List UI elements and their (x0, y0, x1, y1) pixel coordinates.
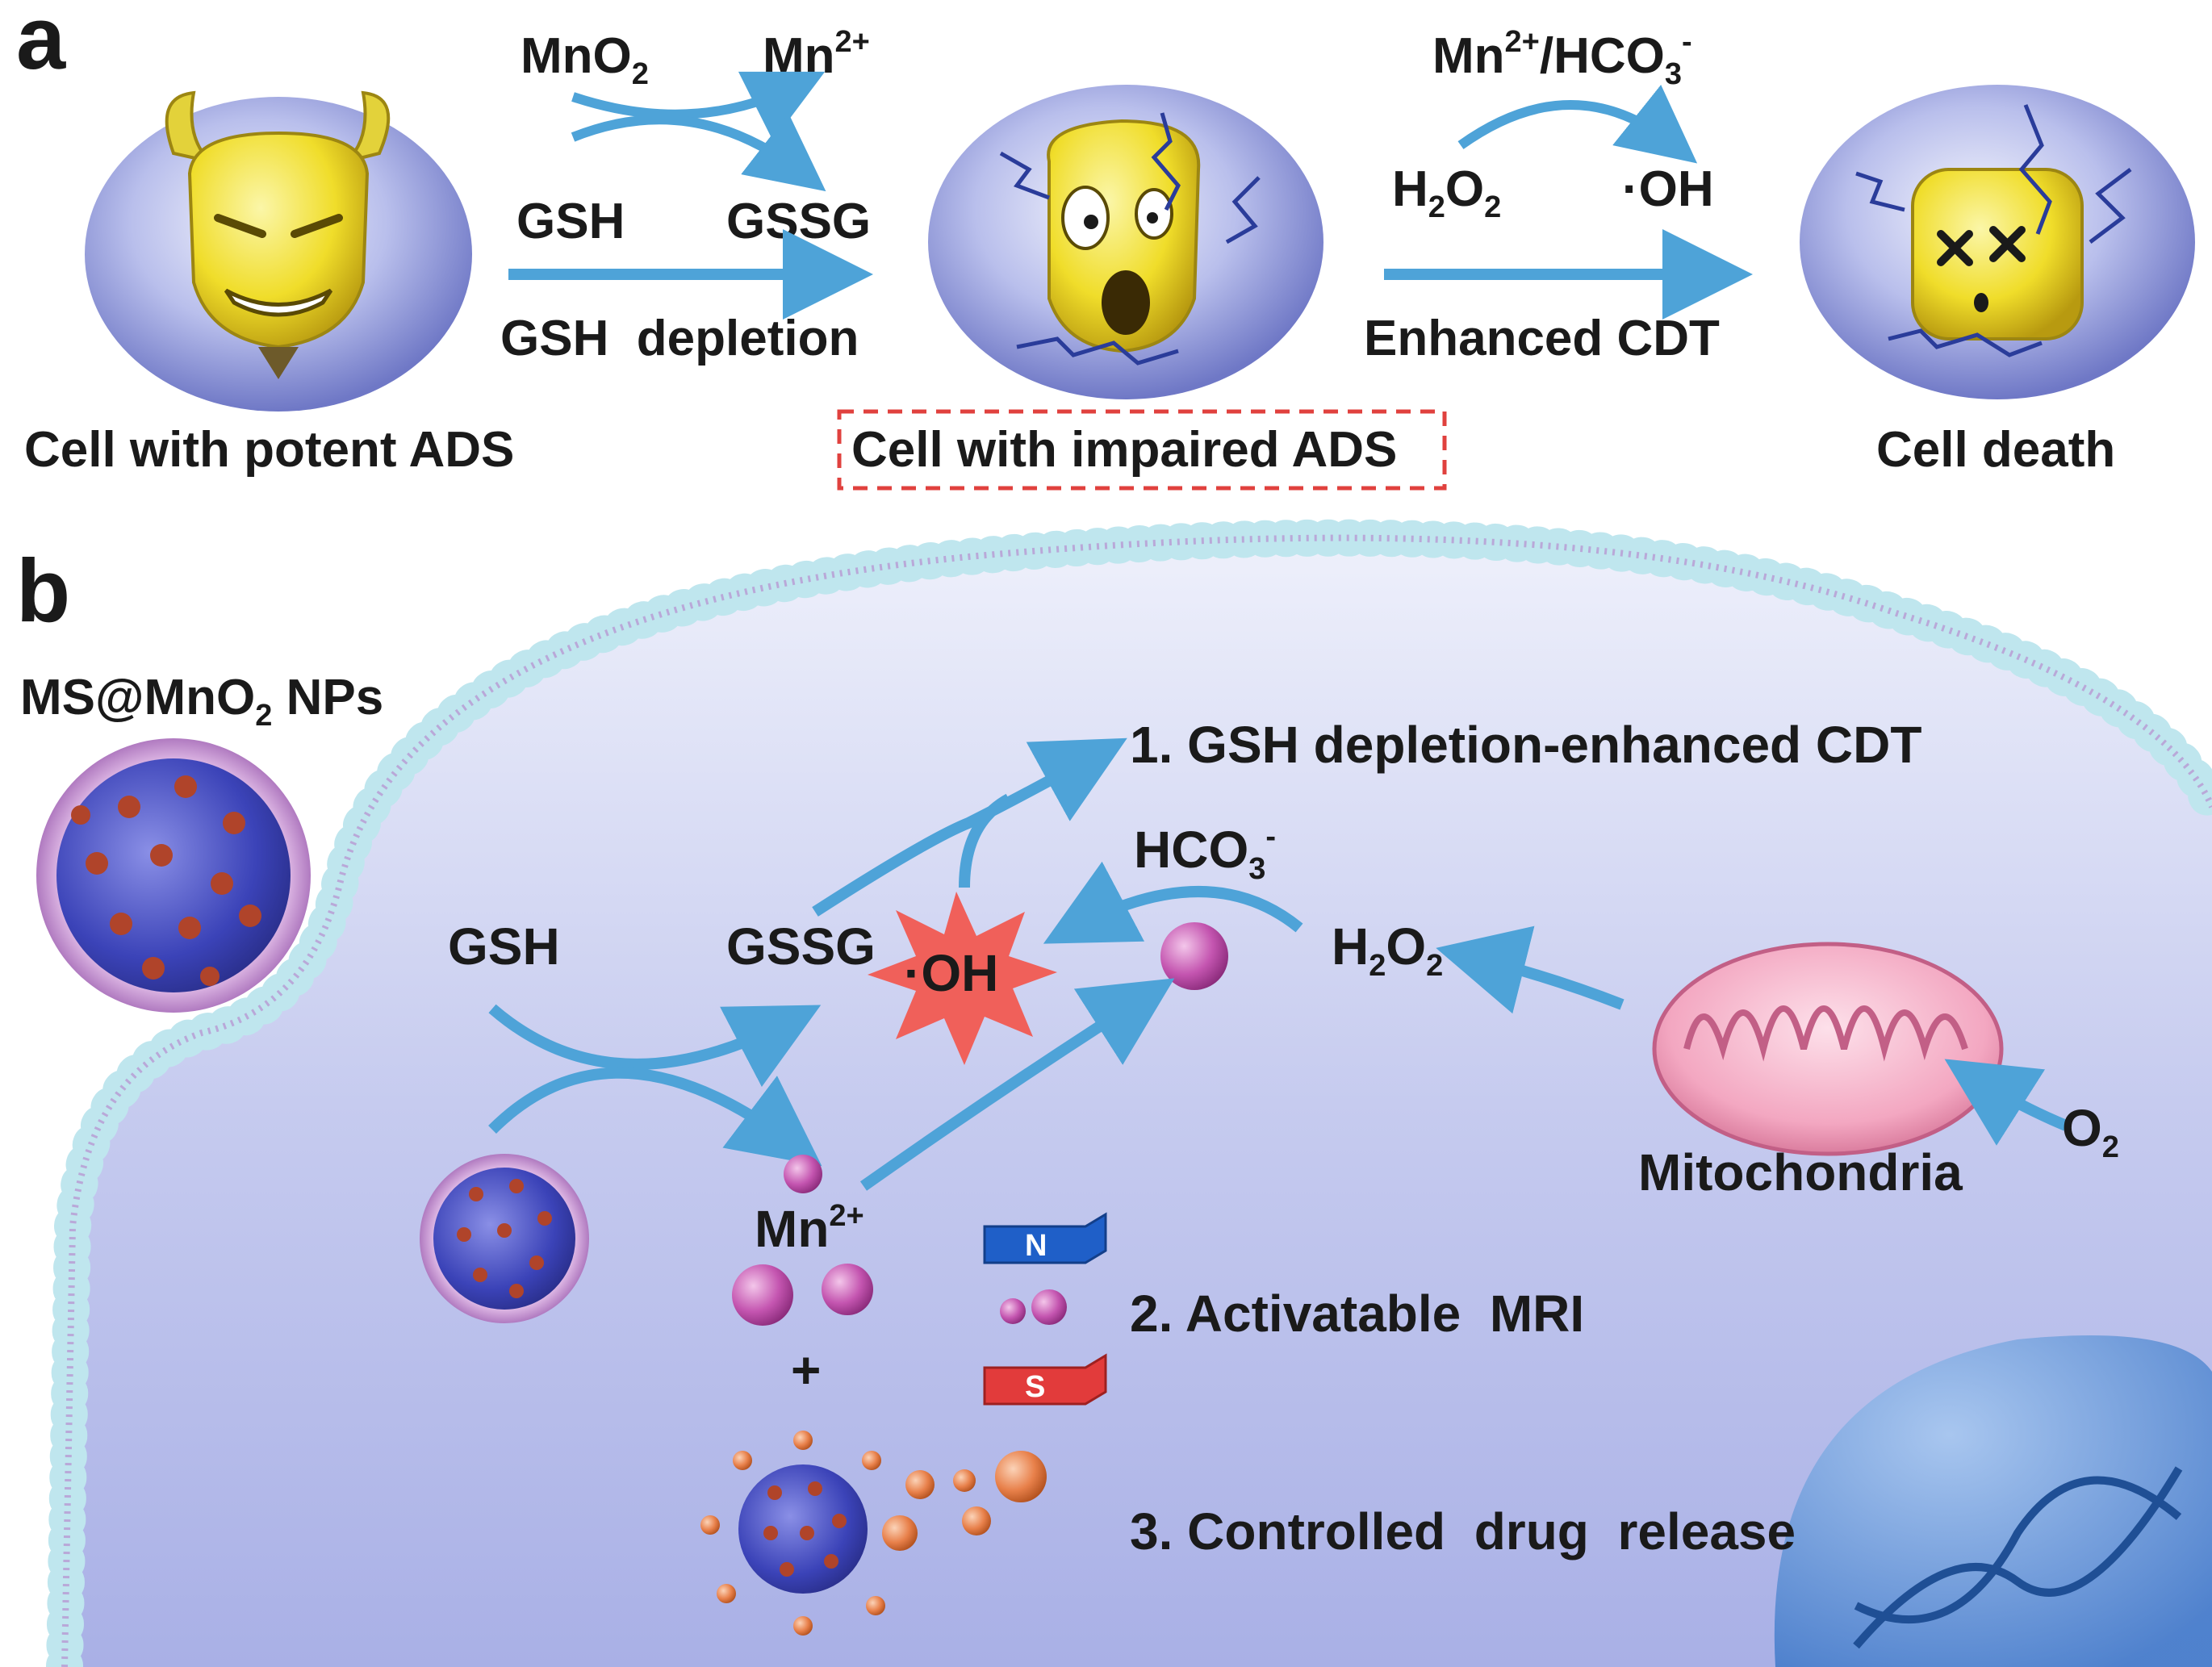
gsh-to-gssg-arrow (571, 113, 826, 192)
mn-ion-sphere (1000, 1298, 1026, 1324)
mn-ion-sphere (1160, 922, 1228, 990)
reaction-gsh-depletion: MnO2 Mn2+ GSH GSSG GSH depletion (500, 25, 873, 366)
mn-ion-sphere (822, 1264, 873, 1315)
reaction-enhanced-cdt: Mn2+/HCO3- H2O2 ·OH Enhanced CDT (1364, 25, 1753, 366)
panel-a-letter: a (16, 0, 66, 88)
drug-release-nanoparticle-icon (700, 1431, 1047, 1636)
enhanced-cdt-label: Enhanced CDT (1364, 311, 1720, 366)
outcome-cdt: 1. GSH depletion-enhanced CDT (1130, 716, 1921, 774)
caption-cell-death: Cell death (1876, 422, 2115, 478)
np-to-gssg-arrow (488, 1004, 822, 1088)
crack-line (2089, 168, 2132, 244)
gssg-label: GSSG (726, 194, 871, 249)
cell-potent-ads (85, 90, 472, 412)
dead-face-icon (1911, 168, 2084, 341)
mitochondria-label: Mitochondria (1638, 1143, 1963, 1201)
magnet-south-icon: S (983, 1353, 1107, 1406)
o2-to-mito-arrow (1944, 1059, 2068, 1146)
membrane-lipid-tails (61, 534, 2212, 1667)
panel-b-letter: b (16, 541, 70, 641)
caption-impaired-ads: Cell with impaired ADS (851, 422, 1397, 478)
mn-ion-sphere (784, 1155, 822, 1193)
magnet-n-label: N (1025, 1229, 1047, 1263)
oh-label: ·OH (1622, 161, 1714, 217)
gsh-depletion-label: GSH depletion (500, 311, 859, 366)
impaired-ads-highlight-box (837, 409, 1447, 491)
np-label: MS@MnO2 NPs (20, 670, 383, 733)
ms-mno2-nanoparticle-icon (36, 738, 311, 1013)
crack-line (1225, 176, 1261, 244)
mito-to-h2o2-arrow (1436, 925, 1625, 1014)
cell-impaired-ads (928, 85, 1323, 399)
o2-label: O2 (2062, 1099, 2119, 1164)
mn-ion-sphere (1031, 1289, 1067, 1325)
crack-line (999, 151, 1050, 200)
gsh-label: GSH (516, 194, 625, 249)
devil-face-icon (165, 90, 391, 379)
magnet-north-icon: N (983, 1212, 1107, 1264)
crack-line (1151, 112, 1181, 211)
crack-line (1016, 336, 1179, 366)
mitochondria-icon (1652, 942, 2004, 1156)
hco3-label-b: HCO3- (1134, 820, 1276, 886)
outcome-mri: 2. Activatable MRI (1130, 1285, 1584, 1343)
catalysis-arrow (1457, 85, 1698, 164)
crack-line (1888, 328, 2043, 357)
nanoparticle-entering-icon (420, 1154, 589, 1323)
plus-sign: + (791, 1341, 821, 1399)
h2o2-to-oh-arrow (1043, 861, 1303, 944)
magnet-s-label: S (1025, 1370, 1045, 1404)
crack-line (1855, 171, 1905, 212)
mno2-to-mn-arrow (571, 71, 826, 141)
cell-death (1800, 85, 2195, 399)
outcome-drug-release: 3. Controlled drug release (1130, 1502, 1796, 1560)
to-cdt-arrow (812, 737, 1127, 917)
oh-merge-arrow (959, 793, 1012, 888)
gsh-label-b: GSH (448, 917, 560, 976)
cell-interior (65, 537, 2212, 1667)
mn-label-b: Mn2+ (755, 1199, 864, 1258)
scared-face-icon (1047, 119, 1201, 353)
oh-label-b: ·OH (904, 944, 998, 1002)
mn2-label: Mn2+ (763, 25, 870, 84)
mn-hco3-label: Mn2+/HCO3- (1432, 25, 1692, 91)
mn-ion-sphere (732, 1264, 793, 1326)
caption-potent-ads: Cell with potent ADS (24, 422, 514, 478)
nucleus-dna (1774, 1335, 2212, 1667)
panel-b: b MS@MnO2 NPs GSH GSS (16, 519, 2212, 1667)
mno2-label: MnO2 (521, 28, 649, 91)
gssg-label-b: GSSG (726, 917, 876, 976)
panel-a: a Cell with potent ADS MnO2 Mn2+ GSH GSS… (16, 0, 2195, 491)
mn-to-sphere-arrow (859, 978, 1175, 1191)
hydroxyl-radical-burst-icon (868, 892, 1057, 1065)
h2o2-label: H2O2 (1392, 161, 1501, 224)
gsh-to-mn-arrow (488, 1067, 822, 1167)
crack-line (2018, 104, 2052, 235)
